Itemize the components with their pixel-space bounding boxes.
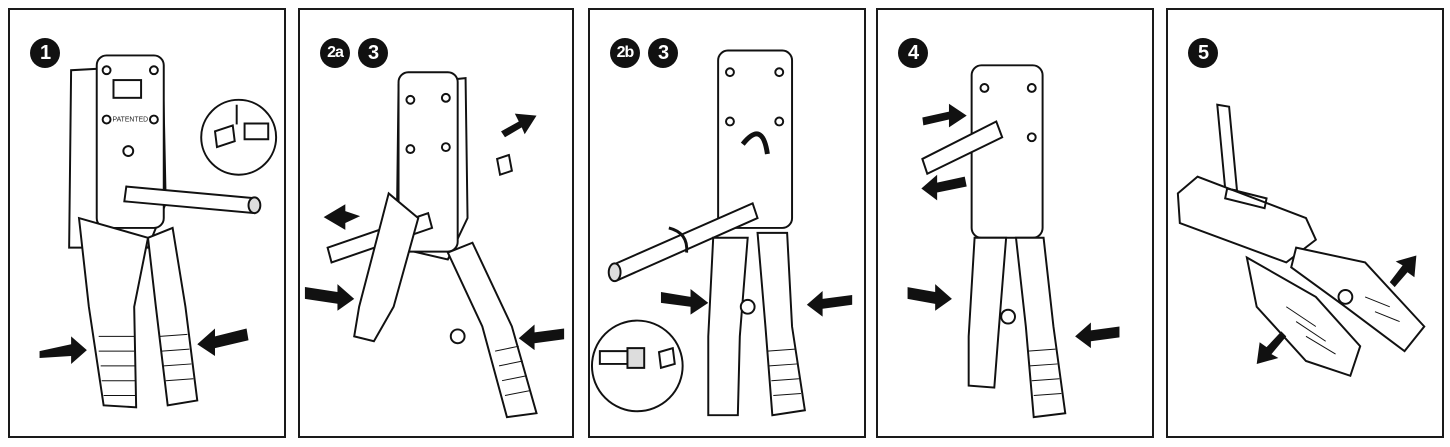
tool-brand-text: PATENTED (113, 116, 149, 123)
step-badges: 2a 3 (320, 38, 388, 68)
step-number-badge: 1 (30, 38, 60, 68)
crimp-tool-illustration (907, 64, 1120, 419)
step-badges: 5 (1188, 38, 1218, 68)
step-panel-2b-3: 2b 3 (588, 8, 866, 438)
step-panel-2a-3: 2a 3 (298, 8, 574, 438)
step-badges: 2b 3 (610, 38, 678, 68)
crimp-tool-illustration (1176, 103, 1426, 378)
step-number-badge: 2a (320, 38, 350, 68)
step-panel-5: 5 (1166, 8, 1444, 438)
step-badges: 1 (30, 38, 60, 68)
step-panel-1: 1 (8, 8, 286, 438)
step-number-badge: 3 (358, 38, 388, 68)
step-panel-4: 4 (876, 8, 1154, 438)
step-badges: 4 (898, 38, 928, 68)
step-number-badge: 2b (610, 38, 640, 68)
step-number-badge: 5 (1188, 38, 1218, 68)
crimp-tool-illustration: PATENTED (39, 54, 278, 409)
crimp-tool-illustration (304, 71, 565, 419)
step-number-badge: 3 (648, 38, 678, 68)
step-number-badge: 4 (898, 38, 928, 68)
crimp-tool-illustration (590, 49, 853, 417)
